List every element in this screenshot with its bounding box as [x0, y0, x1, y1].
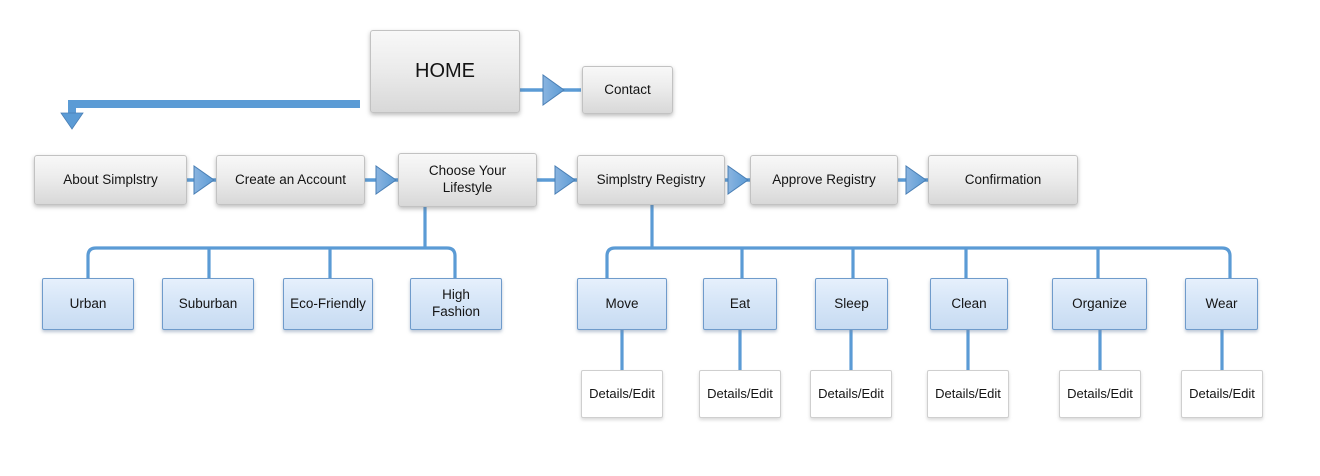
arrow-home-to-contact — [520, 74, 581, 106]
arrow-flow-5-6 — [898, 165, 928, 195]
node-organize[interactable]: Organize — [1052, 278, 1147, 330]
node-wear[interactable]: Wear — [1185, 278, 1258, 330]
node-details-edit-sleep[interactable]: Details/Edit — [810, 370, 892, 418]
node-about-simplstry[interactable]: About Simplstry — [34, 155, 187, 205]
arrow-flow-1-2 — [187, 165, 216, 195]
arrow-flow-2-3 — [365, 165, 398, 195]
node-choose-your-lifestyle[interactable]: Choose Your Lifestyle — [398, 153, 537, 207]
node-approve-registry[interactable]: Approve Registry — [750, 155, 898, 205]
node-details-edit-move[interactable]: Details/Edit — [581, 370, 663, 418]
node-sleep[interactable]: Sleep — [815, 278, 888, 330]
node-simplstry-registry[interactable]: Simplstry Registry — [577, 155, 725, 205]
tree-connector-registry — [605, 205, 1232, 278]
arrow-flow-3-4 — [537, 165, 577, 195]
node-clean[interactable]: Clean — [930, 278, 1008, 330]
node-move[interactable]: Move — [577, 278, 667, 330]
node-create-an-account[interactable]: Create an Account — [216, 155, 365, 205]
node-suburban[interactable]: Suburban — [162, 278, 254, 330]
node-eat[interactable]: Eat — [703, 278, 777, 330]
node-details-edit-wear[interactable]: Details/Edit — [1181, 370, 1263, 418]
node-details-edit-eat[interactable]: Details/Edit — [699, 370, 781, 418]
stub-connectors-details — [620, 330, 1224, 370]
node-urban[interactable]: Urban — [42, 278, 134, 330]
arrow-flow-4-5 — [725, 165, 750, 195]
node-contact[interactable]: Contact — [582, 66, 673, 114]
elbow-arrow-home-to-flow — [60, 100, 360, 130]
node-details-edit-clean[interactable]: Details/Edit — [927, 370, 1009, 418]
node-details-edit-organize[interactable]: Details/Edit — [1059, 370, 1141, 418]
node-high-fashion[interactable]: High Fashion — [410, 278, 502, 330]
node-confirmation[interactable]: Confirmation — [928, 155, 1078, 205]
node-eco-friendly[interactable]: Eco-Friendly — [283, 278, 373, 330]
node-home[interactable]: HOME — [370, 30, 520, 113]
tree-connector-lifestyle — [86, 207, 457, 278]
